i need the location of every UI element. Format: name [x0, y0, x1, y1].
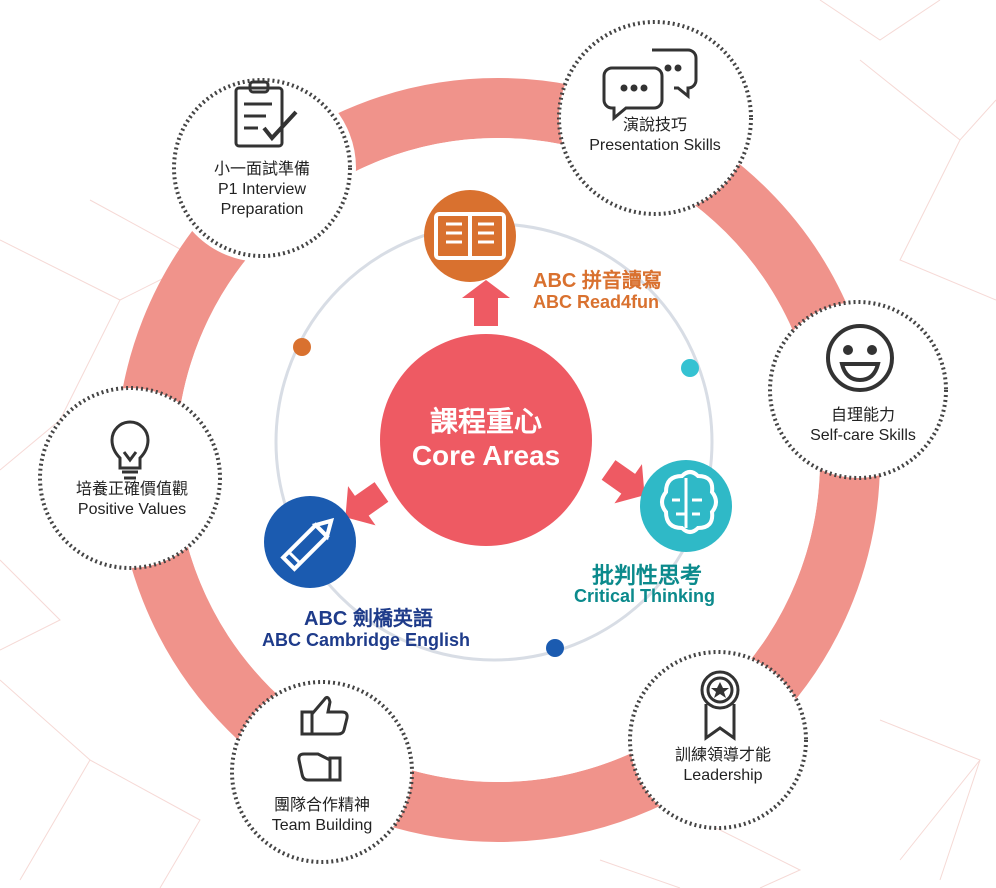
skill-bubble-presentation — [557, 20, 753, 216]
orbit-dot-blue — [546, 639, 564, 657]
arrow-up — [462, 280, 510, 326]
skill-label-zh: 演說技巧 — [622, 117, 687, 134]
skill-bubble-selfcare — [768, 300, 948, 480]
skill-selfcare-text: 自理能力 Self-care Skills — [788, 406, 938, 446]
skill-bubble-values — [38, 386, 222, 570]
skill-label-en: Self-care Skills — [810, 427, 916, 444]
open-book-icon — [424, 190, 516, 282]
critical-thinking-label-zh: 批判性思考 — [592, 563, 703, 588]
read4fun-label-zh: ABC 拼音讀寫 — [533, 270, 662, 292]
orbit-dot-cyan — [681, 359, 699, 377]
skill-bubble-leadership — [628, 650, 808, 830]
skill-values-text: 培養正確價值觀 Positive Values — [54, 480, 210, 520]
skill-label-en: Positive Values — [77, 501, 187, 518]
skill-presentation-text: 演說技巧 Presentation Skills — [565, 116, 745, 156]
core-circle — [380, 334, 592, 546]
skill-label-en-2: Preparation — [220, 201, 304, 218]
skill-label-zh: 自理能力 — [830, 407, 895, 424]
skill-bubble-interview — [168, 74, 356, 262]
skill-label-zh: 小一面試準備 — [213, 161, 310, 178]
read4fun-label-en: ABC Read4fun — [533, 292, 660, 312]
orbit-dot-orange — [293, 338, 311, 356]
skill-label-zh: 培養正確價值觀 — [75, 481, 188, 498]
smiley-face-icon — [826, 324, 894, 392]
lightbulb-icon — [110, 420, 150, 480]
thumbs-up-icon — [297, 695, 349, 782]
critical-thinking-label-en: Critical Thinking — [574, 586, 716, 606]
skill-label-zh: 團隊合作精神 — [273, 797, 370, 814]
skill-team-text: 團隊合作精神 Team Building — [244, 796, 400, 836]
skill-label-en: Presentation Skills — [589, 137, 721, 154]
skill-label-zh: 訓練領導才能 — [674, 747, 771, 764]
clipboard-check-icon — [234, 80, 298, 148]
pencil-icon — [264, 496, 356, 588]
core-title-en: Core Areas — [411, 440, 561, 471]
core-title-zh: 課程重心 — [429, 406, 542, 437]
skill-label-en: P1 Interview — [217, 181, 307, 198]
cambridge-label-en: ABC Cambridge English — [262, 630, 471, 650]
cambridge-label-zh: ABC 劍橋英語 — [304, 608, 433, 630]
skill-interview-text: 小一面試準備 P1 Interview Preparation — [182, 160, 342, 220]
award-ribbon-icon — [700, 670, 740, 741]
speech-bubbles-icon — [602, 48, 698, 122]
arrow-left-down — [345, 482, 389, 526]
skill-label-en: Leadership — [683, 767, 763, 784]
brain-icon — [640, 460, 732, 552]
arrow-right-down — [601, 460, 645, 504]
skill-bubble-team — [230, 680, 414, 864]
skill-leadership-text: 訓練領導才能 Leadership — [648, 746, 798, 786]
skill-label-en: Team Building — [271, 817, 373, 834]
